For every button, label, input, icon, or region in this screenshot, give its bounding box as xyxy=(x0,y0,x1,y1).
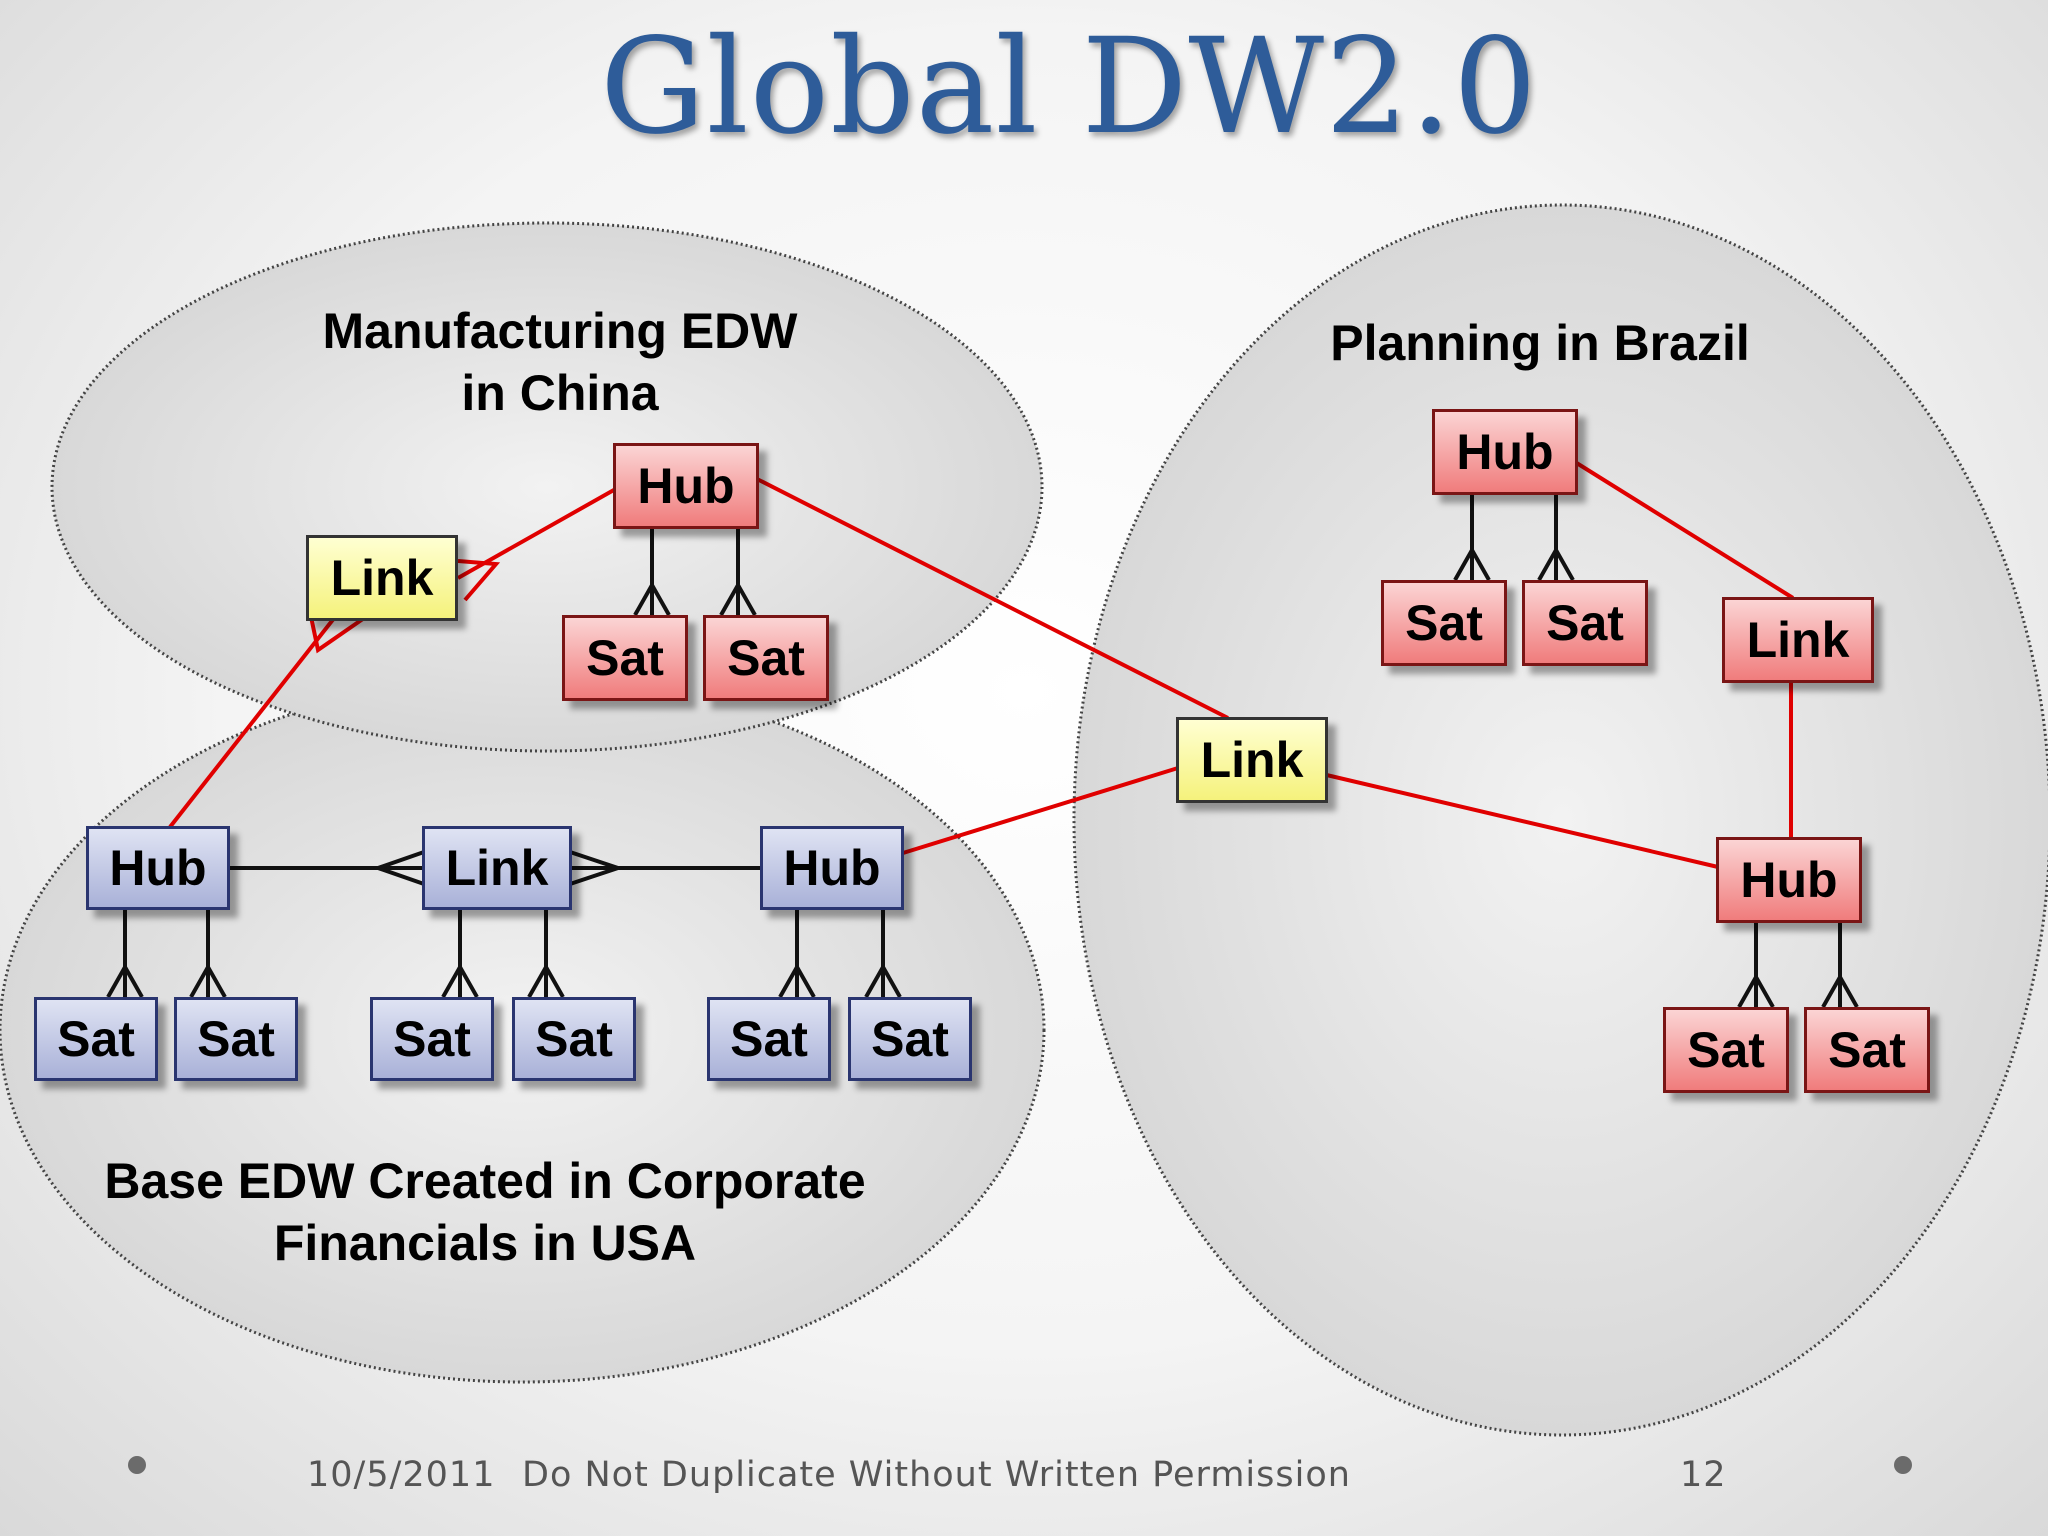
global-link[interactable]: Link xyxy=(1176,717,1328,803)
red-connectors xyxy=(168,460,1795,869)
sat-connector-1 xyxy=(106,910,144,998)
region-brazil xyxy=(1072,203,2048,1437)
china-sat-2[interactable]: Sat xyxy=(703,615,829,701)
sat-connector-7 xyxy=(633,529,671,616)
slide-title: Global DW2.0 xyxy=(600,10,1538,164)
brazil-hub-1[interactable]: Hub xyxy=(1432,409,1578,495)
china-hub[interactable]: Hub xyxy=(613,443,759,529)
usa-sat-2[interactable]: Sat xyxy=(174,997,298,1081)
region-label-brazil: Planning in Brazil xyxy=(1300,312,1780,374)
region-label-usa-line-2: Financials in USA xyxy=(273,1215,697,1271)
brazil-sat-1[interactable]: Sat xyxy=(1381,580,1507,666)
usa-sat-4[interactable]: Sat xyxy=(512,997,636,1081)
footer-page-number: 12 xyxy=(1680,1455,1727,1495)
usa-sat-6[interactable]: Sat xyxy=(848,997,972,1081)
footer-date: 10/5/2011 xyxy=(307,1455,496,1495)
usa-sat-5[interactable]: Sat xyxy=(707,997,831,1081)
sat-connector-10 xyxy=(1537,495,1575,581)
region-label-china-line-2: in China xyxy=(461,365,659,421)
footer-notice: Do Not Duplicate Without Written Permiss… xyxy=(522,1455,1351,1495)
region-label-china-line-1: Manufacturing EDW xyxy=(322,303,798,359)
region-label-usa: Base EDW Created in Corporate Financials… xyxy=(60,1150,910,1274)
sat-connector-5 xyxy=(778,910,816,998)
footer-bullet-left xyxy=(128,1456,146,1474)
sat-connector-6 xyxy=(864,910,902,998)
sat-connector-11 xyxy=(1737,923,1775,1008)
sat-connector-3 xyxy=(441,910,479,998)
brazil-link[interactable]: Link xyxy=(1722,597,1874,683)
sat-connector-12 xyxy=(1821,923,1859,1008)
brazil-sat-4[interactable]: Sat xyxy=(1804,1007,1930,1093)
region-label-usa-line-1: Base EDW Created in Corporate xyxy=(104,1153,866,1209)
sat-connector-8 xyxy=(719,529,757,616)
usa-link[interactable]: Link xyxy=(422,826,572,910)
sat-connector-9 xyxy=(1453,495,1491,581)
sat-connectors xyxy=(106,495,1859,1008)
china-sat-1[interactable]: Sat xyxy=(562,615,688,701)
region-label-china: Manufacturing EDW in China xyxy=(290,300,830,424)
china-link[interactable]: Link xyxy=(306,535,458,621)
brazil-sat-3[interactable]: Sat xyxy=(1663,1007,1789,1093)
region-label-brazil-line-1: Planning in Brazil xyxy=(1330,315,1750,371)
sat-connector-4 xyxy=(527,910,565,998)
usa-hub-2[interactable]: Hub xyxy=(760,826,904,910)
footer-bullet-right xyxy=(1894,1456,1912,1474)
usa-connectors xyxy=(228,850,762,886)
brazil-hub-2[interactable]: Hub xyxy=(1716,837,1862,923)
sat-connector-2 xyxy=(189,910,227,998)
usa-hub-1[interactable]: Hub xyxy=(86,826,230,910)
usa-sat-1[interactable]: Sat xyxy=(34,997,158,1081)
brazil-sat-2[interactable]: Sat xyxy=(1522,580,1648,666)
usa-sat-3[interactable]: Sat xyxy=(370,997,494,1081)
